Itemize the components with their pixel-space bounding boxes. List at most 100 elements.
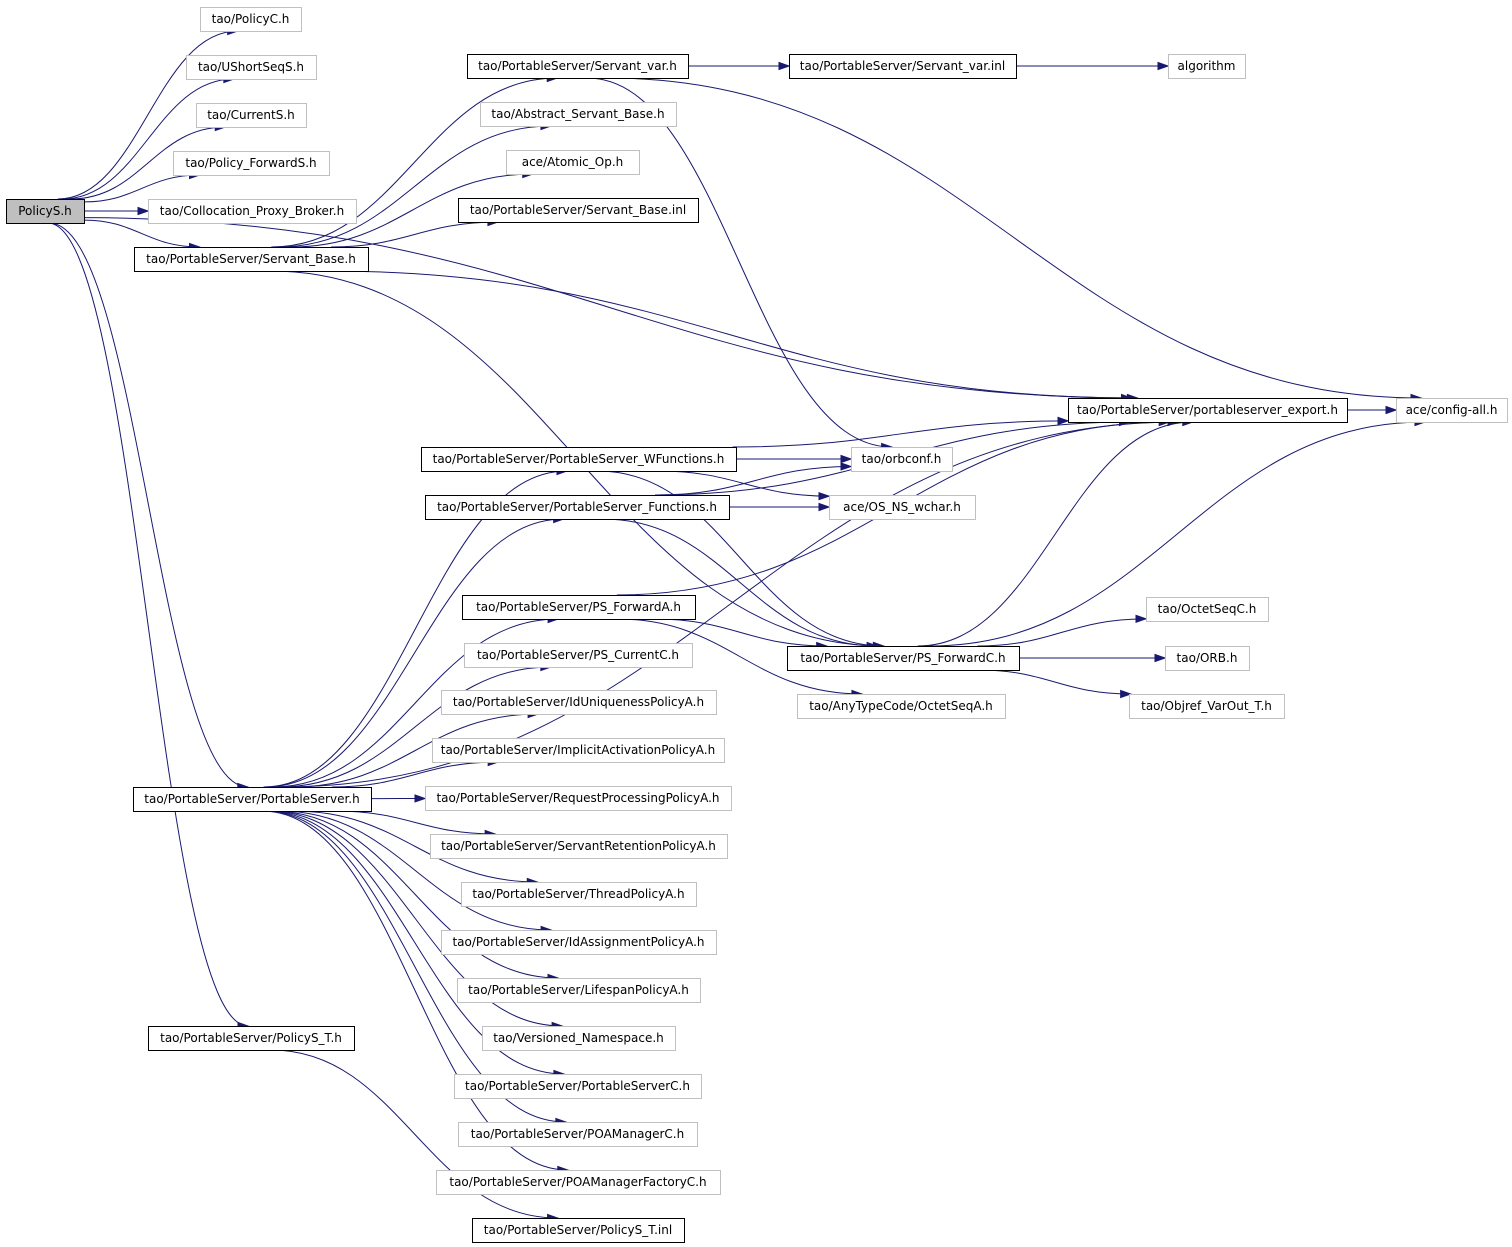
node-policyC: tao/PolicyC.h (200, 7, 302, 32)
node-psExport[interactable]: tao/PortableServer/portableserver_export… (1068, 398, 1348, 423)
node-poaMgrC: tao/PortableServer/POAManagerC.h (458, 1122, 698, 1147)
arrowhead-configAll (1385, 405, 1398, 415)
node-poaMgrFacC: tao/PortableServer/POAManagerFactoryC.h (436, 1170, 721, 1195)
edge-psFwdC-to-configAll (929, 421, 1425, 647)
node-wfunc[interactable]: tao/PortableServer/PortableServer_WFunct… (421, 447, 737, 472)
node-lifespan: tao/PortableServer/LifespanPolicyA.h (457, 978, 701, 1003)
edge-portableServer-to-servantRet (335, 810, 496, 835)
node-box (1165, 646, 1250, 671)
edge-servantBase-to-servantVar (271, 77, 558, 248)
node-psFwdC[interactable]: tao/PortableServer/PS_ForwardC.h (787, 646, 1020, 671)
node-box (200, 7, 302, 32)
node-box (1068, 398, 1348, 423)
node-box (472, 1218, 685, 1243)
edge-root-to-policyC (57, 30, 238, 200)
node-policySTInl[interactable]: tao/PortableServer/PolicyS_T.inl (472, 1218, 685, 1243)
node-ushort: tao/UShortSeqS.h (186, 55, 317, 80)
node-psFwdA[interactable]: tao/PortableServer/PS_ForwardA.h (462, 595, 696, 620)
node-label: PolicyS.h (18, 204, 72, 218)
node-box (432, 738, 725, 763)
edge-root-to-currentS (70, 126, 226, 200)
edge-psFwdC-to-psExport (917, 421, 1193, 647)
node-label: tao/PortableServer/PortableServer_WFunct… (433, 452, 725, 466)
node-label: tao/PortableServer/ThreadPolicyA.h (472, 887, 684, 901)
arrowhead-octetSeqC (1135, 614, 1148, 624)
node-label: tao/Versioned_Namespace.h (493, 1031, 664, 1045)
arrowhead-osWchar (818, 502, 831, 512)
node-atomicOp: ace/Atomic_Op.h (506, 150, 640, 175)
node-servantVarInl[interactable]: tao/PortableServer/Servant_var.inl (789, 54, 1017, 79)
node-box (480, 102, 677, 127)
edge-portableServer-to-threadPol (293, 810, 538, 883)
node-root[interactable]: PolicyS.h (6, 199, 85, 224)
edge-root-to-policyST (47, 222, 249, 1027)
node-label: tao/PortableServer/PortableServer.h (144, 792, 359, 806)
node-label: tao/PortableServer/PolicyS_T.h (160, 1031, 342, 1045)
node-objrefVar: tao/Objref_VarOut_T.h (1129, 694, 1285, 719)
node-label: tao/PolicyC.h (212, 12, 290, 26)
node-servantBase[interactable]: tao/PortableServer/Servant_Base.h (134, 247, 369, 272)
edge-root-to-psExport (83, 217, 1138, 399)
node-box (133, 787, 372, 812)
arrowhead-osWchar (818, 491, 831, 501)
node-label: tao/PortableServer/PortableServer_Functi… (437, 500, 717, 514)
node-box (1129, 694, 1285, 719)
node-policyFwdS: tao/Policy_ForwardS.h (173, 151, 330, 176)
node-label: tao/PortableServer/PolicyS_T.inl (484, 1223, 672, 1237)
node-box (851, 447, 953, 472)
node-label: tao/Abstract_Servant_Base.h (491, 107, 664, 121)
node-box (148, 199, 357, 224)
node-box (148, 1026, 355, 1051)
node-label: tao/AnyTypeCode/OctetSeqA.h (809, 699, 993, 713)
node-servantVar[interactable]: tao/PortableServer/Servant_var.h (467, 54, 689, 79)
node-servantBaseInl[interactable]: tao/PortableServer/Servant_Base.inl (458, 198, 699, 223)
node-funcs[interactable]: tao/PortableServer/PortableServer_Functi… (425, 495, 730, 520)
node-label: tao/PortableServer/POAManagerC.h (471, 1127, 684, 1141)
edge-portableServer-to-poaMgrC (263, 810, 566, 1123)
node-box (441, 690, 717, 715)
node-label: tao/PortableServer/PS_ForwardC.h (800, 651, 1005, 665)
node-reqProc: tao/PortableServer/RequestProcessingPoli… (425, 786, 732, 811)
node-label: tao/PortableServer/Servant_var.h (478, 59, 677, 73)
edge-portableServer-to-versioned (268, 810, 563, 1027)
edge-portableServer-to-lifespan (272, 810, 558, 979)
node-box (789, 54, 1017, 79)
edge-psFwdC-to-objrefVar (978, 669, 1131, 695)
edge-root-to-ushort (62, 78, 234, 200)
edge-portableServer-to-psExport (281, 421, 1179, 788)
node-octetSeqA: tao/AnyTypeCode/OctetSeqA.h (797, 694, 1006, 719)
node-box (6, 199, 85, 224)
node-label: algorithm (1178, 59, 1236, 73)
node-label: tao/Collocation_Proxy_Broker.h (160, 204, 344, 218)
node-osWchar: ace/OS_NS_wchar.h (829, 495, 976, 520)
node-box (436, 1170, 721, 1195)
node-box (421, 447, 737, 472)
node-box (797, 694, 1006, 719)
node-idUniq: tao/PortableServer/IdUniquenessPolicyA.h (441, 690, 717, 715)
node-box (1396, 398, 1508, 423)
edge-root-to-portableServer (49, 222, 248, 788)
node-policyST[interactable]: tao/PortableServer/PolicyS_T.h (148, 1026, 355, 1051)
node-label: tao/PortableServer/portableserver_export… (1077, 403, 1338, 417)
node-box (482, 1026, 676, 1051)
edge-portableServer-to-funcs (265, 518, 564, 788)
node-versioned: tao/Versioned_Namespace.h (482, 1026, 676, 1051)
node-box (425, 786, 732, 811)
node-threadPol: tao/PortableServer/ThreadPolicyA.h (461, 882, 697, 907)
node-label: tao/PortableServer/IdUniquenessPolicyA.h (453, 695, 704, 709)
node-label: tao/PortableServer/RequestProcessingPoli… (436, 791, 719, 805)
node-implicitAct: tao/PortableServer/ImplicitActivationPol… (432, 738, 725, 763)
edge-servantBase-to-servantBaseInl (331, 221, 498, 248)
arrowhead-psExport (1057, 416, 1070, 426)
node-label: tao/PortableServer/IdAssignmentPolicyA.h (452, 935, 704, 949)
node-label: tao/PortableServer/POAManagerFactoryC.h (449, 1175, 706, 1189)
node-box (829, 495, 976, 520)
edge-root-to-servantBase (83, 219, 200, 248)
node-portableServer[interactable]: tao/PortableServer/PortableServer.h (133, 787, 372, 812)
node-label: tao/PortableServer/Servant_var.inl (800, 59, 1005, 73)
edge-servantBase-to-atomicOp (290, 173, 533, 248)
node-box (1168, 54, 1246, 79)
node-box (461, 882, 697, 907)
node-label: tao/PortableServer/PortableServerC.h (465, 1079, 690, 1093)
